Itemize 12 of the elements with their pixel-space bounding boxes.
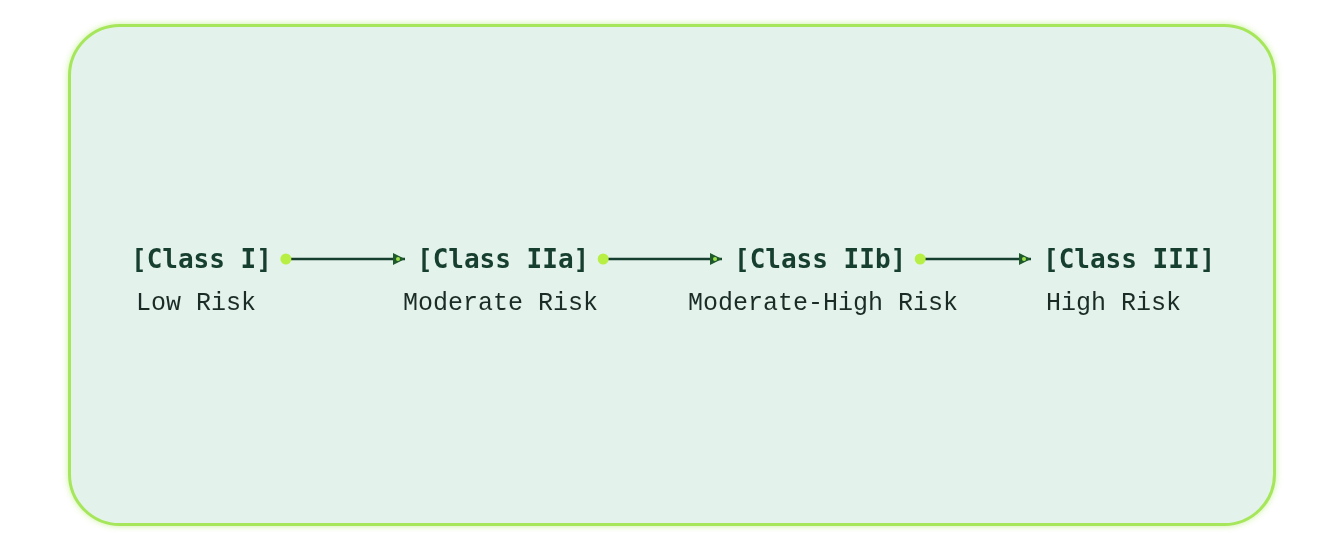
risk-label: Moderate Risk: [403, 289, 599, 319]
panel-background: [68, 24, 1276, 526]
risk-label: Moderate-High Risk: [688, 289, 959, 319]
class-label: [Class IIa]: [417, 243, 590, 275]
arrow: [914, 253, 1031, 265]
arrow: [280, 253, 405, 265]
class-label: [Class III]: [1043, 243, 1216, 275]
class-label: [Class I]: [131, 243, 272, 275]
risk-label: High Risk: [1046, 289, 1182, 319]
class-label: [Class IIb]: [734, 243, 907, 275]
arrow: [597, 253, 722, 265]
risk-label: Low Risk: [136, 289, 257, 319]
